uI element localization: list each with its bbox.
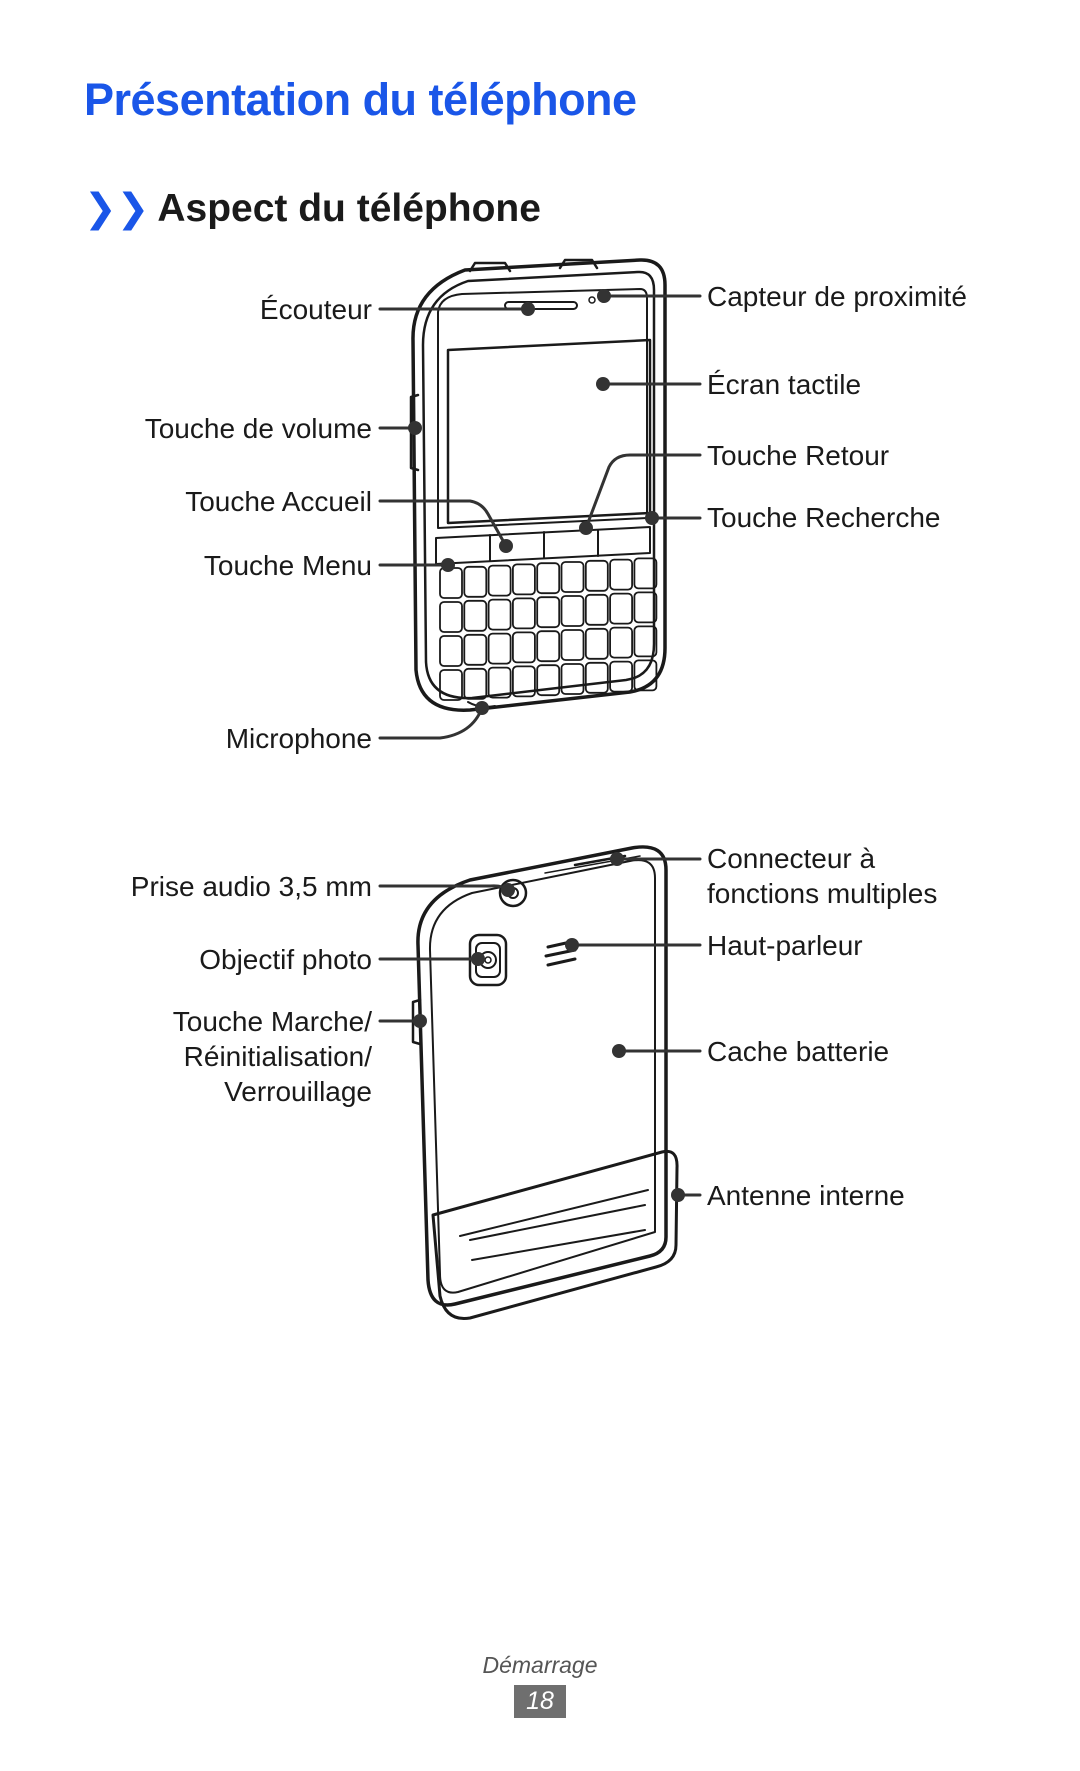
label-power-key-line1: Touche Marche/ bbox=[172, 1006, 372, 1037]
keyboard-key bbox=[584, 593, 609, 626]
keyboard-key bbox=[487, 564, 512, 597]
keyboard-key bbox=[584, 661, 609, 694]
keyboard-key bbox=[609, 660, 633, 693]
section-title-text: Aspect du téléphone bbox=[157, 187, 541, 230]
page-number-badge: 18 bbox=[514, 1685, 566, 1718]
footer-section-name: Démarrage bbox=[482, 1652, 598, 1678]
label-camera-lens: Objectif photo bbox=[199, 944, 372, 975]
keyboard-key bbox=[633, 625, 658, 658]
keyboard-key bbox=[463, 599, 488, 632]
keyboard-key bbox=[439, 567, 463, 599]
section-title: ❯❯Aspect du téléphone bbox=[84, 186, 541, 231]
back-phone bbox=[411, 845, 679, 1321]
front-callout-dots bbox=[408, 289, 659, 715]
label-power-key-line2: Réinitialisation/ bbox=[183, 1041, 372, 1072]
label-connector-line2: fonctions multiples bbox=[707, 878, 938, 909]
keyboard-key bbox=[584, 559, 609, 592]
label-touch-screen: Écran tactile bbox=[707, 369, 862, 400]
label-home-key: Touche Accueil bbox=[185, 486, 372, 517]
keyboard-key bbox=[609, 592, 633, 625]
keyboard-key bbox=[512, 597, 536, 630]
keyboard-key bbox=[463, 633, 488, 666]
qwerty-keyboard bbox=[439, 557, 658, 701]
keyboard-key bbox=[633, 557, 658, 590]
keyboard-key bbox=[512, 665, 536, 698]
keyboard-key bbox=[512, 631, 536, 664]
keyboard-key bbox=[487, 632, 512, 665]
back-callout-dots bbox=[413, 852, 685, 1202]
keyboard-key bbox=[439, 601, 463, 633]
keyboard-key bbox=[560, 595, 585, 627]
keyboard-key bbox=[463, 667, 488, 700]
label-menu-key: Touche Menu bbox=[203, 550, 372, 581]
label-power-key-line3: Verrouillage bbox=[224, 1076, 372, 1107]
keyboard-key bbox=[536, 562, 561, 595]
keyboard-key bbox=[560, 629, 585, 661]
keyboard-key bbox=[439, 669, 463, 701]
keyboard-key bbox=[512, 563, 536, 596]
page-title: Présentation du téléphone bbox=[84, 74, 637, 125]
keyboard-key bbox=[560, 561, 585, 593]
keyboard-key bbox=[536, 664, 561, 697]
label-speaker: Haut-parleur bbox=[707, 930, 863, 961]
keyboard-key bbox=[584, 627, 609, 660]
keyboard-key bbox=[609, 558, 633, 591]
keyboard-key bbox=[560, 663, 585, 695]
label-earpiece: Écouteur bbox=[259, 294, 372, 325]
double-chevron-right-icon: ❯❯ bbox=[84, 187, 150, 230]
label-back-key: Touche Retour bbox=[707, 440, 890, 471]
keyboard-key bbox=[536, 630, 561, 663]
label-audio-jack: Prise audio 3,5 mm bbox=[130, 871, 372, 902]
label-battery-cover: Cache batterie bbox=[707, 1036, 890, 1067]
keyboard-key bbox=[439, 635, 463, 667]
keyboard-key bbox=[633, 659, 658, 692]
label-volume-key: Touche de volume bbox=[144, 413, 372, 444]
label-connector-line1: Connecteur à bbox=[707, 843, 876, 874]
keyboard-key bbox=[609, 626, 633, 659]
label-antenna: Antenne interne bbox=[707, 1180, 905, 1211]
keyboard-key bbox=[487, 598, 512, 631]
keyboard-key bbox=[463, 565, 488, 598]
label-power-key: Touche Marche/ Réinitialisation/ Verroui… bbox=[173, 1004, 372, 1109]
label-proximity-sensor: Capteur de proximité bbox=[707, 281, 967, 312]
keyboard-key bbox=[536, 596, 561, 629]
label-search-key: Touche Recherche bbox=[707, 502, 941, 533]
label-microphone: Microphone bbox=[225, 723, 372, 754]
keyboard-key bbox=[487, 666, 512, 699]
keyboard-key bbox=[633, 591, 658, 624]
label-connector: Connecteur à fonctions multiples bbox=[707, 841, 937, 911]
